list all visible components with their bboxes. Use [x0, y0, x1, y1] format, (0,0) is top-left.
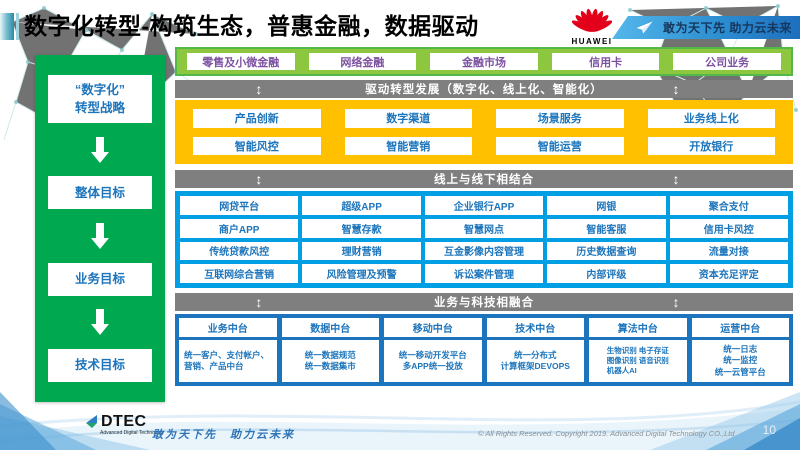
sidebar-item-strategy: “数字化” 转型战略	[48, 75, 152, 123]
platform-detail: 生物识别 电子存证 图像识别 语音识别 机器人AI	[589, 340, 687, 382]
application-item: 流量对接	[669, 241, 788, 261]
flow-bar-label: 业务与科技相融合	[434, 297, 534, 309]
capability-item: 智能风控	[193, 136, 321, 155]
capabilities-band: 产品创新 数字渠道 场景服务 业务线上化 智能风控 智能营销 智能运营 开放银行	[175, 100, 793, 164]
header-banner: 敢为天下先 助力云未来	[612, 16, 800, 39]
updown-arrow-icon: ↕	[672, 171, 681, 187]
page-number: 10	[762, 423, 776, 437]
capability-item: 开放银行	[647, 136, 775, 155]
platform-title: 运营中台	[691, 318, 789, 337]
application-item: 资本充足评定	[669, 264, 788, 283]
business-lines-band: 零售及小微金融 网络金融 金融市场 信用卡 公司业务	[175, 47, 793, 76]
huawei-wordmark: HUAWEI	[571, 37, 613, 46]
copyright-text: © All Rights Reserved. Copyright 2019. A…	[478, 429, 735, 438]
flow-bar-business-tech: ↕ 业务与科技相融合 ↕	[175, 293, 793, 311]
diagram-area: 零售及小微金融 网络金融 金融市场 信用卡 公司业务 ↕ 驱动转型发展（数字化、…	[175, 47, 793, 387]
application-item: 智慧网点	[424, 218, 544, 238]
application-item: 信用卡风控	[669, 218, 788, 238]
platform-column-mobile: 移动中台 统一移动开发平台 多APP统一投放	[384, 318, 482, 382]
platform-column-tech: 技术中台 统一分布式 计算框架DEVOPS	[486, 318, 584, 382]
banner-tagline: 敢为天下先 助力云未来	[663, 21, 792, 35]
platform-column-algorithm: 算法中台 生物识别 电子存证 图像识别 语音识别 机器人AI	[589, 318, 687, 382]
flow-bar-online-offline: ↕ 线上与线下相结合 ↕	[175, 170, 793, 188]
sidebar-item-business-goal: 业务目标	[48, 262, 152, 296]
capability-item: 智能营销	[344, 136, 472, 155]
platform-column-data: 数据中台 统一数据规范 统一数据集市	[281, 318, 379, 382]
paper-plane-icon	[636, 21, 653, 34]
platform-column-operations: 运营中台 统一日志 统一监控 统一云管平台	[691, 318, 789, 382]
updown-arrow-icon: ↕	[255, 171, 264, 187]
application-item: 传统贷款风控	[180, 241, 299, 261]
updown-arrow-icon: ↕	[672, 81, 681, 97]
sidebar-item-overall-goal: 整体目标	[48, 176, 152, 210]
business-line-item: 金融市场	[430, 53, 538, 70]
updown-arrow-icon: ↕	[255, 81, 264, 97]
down-arrow-icon	[91, 136, 109, 163]
business-line-item: 公司业务	[673, 53, 781, 70]
business-line-item: 网络金融	[308, 53, 417, 70]
platform-title: 数据中台	[281, 318, 379, 337]
platform-detail: 统一移动开发平台 多APP统一投放	[384, 340, 482, 382]
sidebar-item-tech-goal: 技术目标	[48, 348, 152, 382]
application-item: 诉讼案件管理	[424, 264, 544, 283]
application-item: 网贷平台	[180, 196, 299, 215]
page-title: 数字化转型-构筑生态，普惠金融，数据驱动	[24, 13, 479, 39]
application-item: 智能客服	[547, 218, 666, 238]
application-item: 理财营销	[302, 241, 421, 261]
platform-title: 移动中台	[384, 318, 482, 337]
application-item: 超级APP	[302, 196, 421, 215]
platforms-band: 业务中台 统一客户、支付帐户、营销、产品中台 数据中台 统一数据规范 统一数据集…	[175, 314, 793, 386]
application-item: 互金影像内容管理	[424, 241, 544, 261]
capability-item: 业务线上化	[647, 109, 775, 128]
business-line-item: 信用卡	[551, 53, 660, 70]
application-item: 聚合支付	[669, 196, 788, 215]
down-arrow-icon	[91, 309, 109, 336]
capability-item: 智能运营	[496, 136, 624, 155]
business-line-item: 零售及小微金融	[187, 53, 295, 70]
platform-detail: 统一分布式 计算框架DEVOPS	[486, 340, 584, 382]
dtec-wordmark: DTEC	[101, 413, 147, 430]
platform-detail: 统一客户、支付帐户、营销、产品中台	[179, 340, 277, 382]
huawei-logo: HUAWEI	[570, 4, 614, 46]
capability-item: 数字渠道	[344, 109, 472, 128]
strategy-sidebar: “数字化” 转型战略 整体目标 业务目标 技术目标	[35, 55, 165, 402]
application-item: 智慧存款	[302, 218, 421, 238]
updown-arrow-icon: ↕	[255, 294, 264, 310]
platform-column-business: 业务中台 统一客户、支付帐户、营销、产品中台	[179, 318, 277, 382]
platform-title: 技术中台	[486, 318, 584, 337]
flow-bar-label: 线上与线下相结合	[434, 174, 534, 186]
application-item: 商户APP	[180, 218, 299, 238]
application-item: 风险管理及预警	[302, 264, 421, 283]
huawei-flower-icon	[571, 8, 613, 32]
application-item: 互联网综合营销	[180, 264, 299, 283]
updown-arrow-icon: ↕	[672, 294, 681, 310]
title-accent-bar	[0, 13, 19, 40]
dtec-arrow-icon	[86, 415, 97, 428]
flow-bar-label: 驱动转型发展（数字化、线上化、智能化）	[365, 84, 603, 96]
application-item: 内部评级	[547, 264, 666, 283]
platform-title: 算法中台	[589, 318, 687, 337]
down-arrow-icon	[91, 222, 109, 249]
platform-title: 业务中台	[179, 318, 277, 337]
capability-item: 产品创新	[193, 109, 321, 128]
application-item: 企业银行APP	[424, 196, 544, 215]
platform-detail: 统一日志 统一监控 统一云管平台	[691, 340, 789, 382]
application-item: 历史数据查询	[547, 241, 666, 261]
platform-detail: 统一数据规范 统一数据集市	[281, 340, 379, 382]
capability-item: 场景服务	[496, 109, 624, 128]
footer-tagline: 敢为天下先 助力云未来	[152, 429, 295, 441]
flow-bar-drive-transformation: ↕ 驱动转型发展（数字化、线上化、智能化） ↕	[175, 80, 793, 98]
applications-band: 网贷平台 超级APP 企业银行APP 网银 聚合支付 商户APP 智慧存款 智慧…	[175, 191, 793, 288]
application-item: 网银	[547, 196, 666, 215]
